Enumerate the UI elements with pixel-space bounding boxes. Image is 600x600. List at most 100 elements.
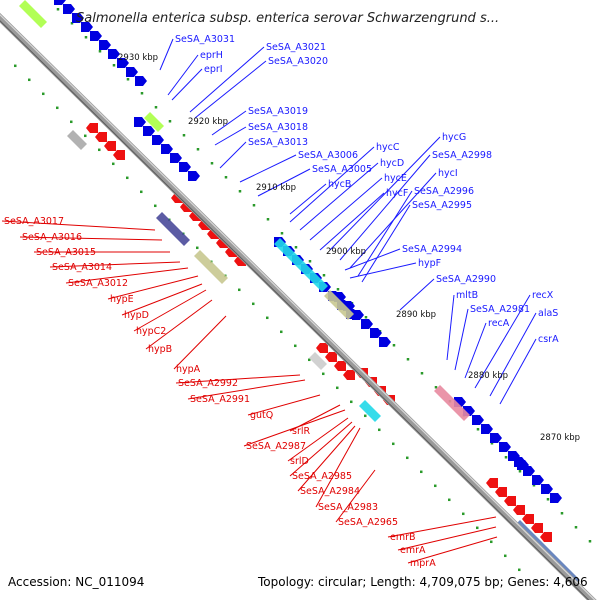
gene-label[interactable]: SeSA_A3013 bbox=[248, 137, 308, 148]
leader-line bbox=[257, 168, 311, 197]
gene-label[interactable]: SeSA_A2981 bbox=[470, 304, 530, 315]
gene-label[interactable]: hycB bbox=[328, 179, 351, 190]
gene-label[interactable]: gutQ bbox=[250, 410, 273, 421]
gene-label[interactable]: SeSA_A3012 bbox=[68, 278, 128, 289]
gene-label[interactable]: SeSA_A2995 bbox=[412, 200, 472, 211]
gene-label[interactable]: SeSA_A2984 bbox=[300, 486, 360, 497]
gene-label[interactable]: SeSA_A2991 bbox=[190, 394, 250, 405]
scale-label: 2930 kbp bbox=[118, 53, 158, 63]
gene-label[interactable]: SeSA_A3020 bbox=[268, 56, 328, 67]
gene-label[interactable]: SeSA_A3019 bbox=[248, 106, 308, 117]
backbone bbox=[0, 12, 597, 600]
gene-label[interactable]: SeSA_A2987 bbox=[246, 441, 306, 452]
gene-label[interactable]: SeSA_A3014 bbox=[52, 262, 112, 273]
gene-label[interactable]: SeSA_A3018 bbox=[248, 122, 308, 133]
gene-label[interactable]: csrA bbox=[538, 334, 559, 345]
gene-label[interactable]: SeSA_A3005 bbox=[312, 164, 372, 175]
scale-label: 2870 kbp bbox=[540, 433, 580, 443]
forward-gene-arrow bbox=[161, 144, 173, 154]
gene-label[interactable]: emrB bbox=[390, 532, 416, 543]
gene-label[interactable]: SeSA_A3031 bbox=[175, 34, 235, 45]
gene-label[interactable]: hypC2 bbox=[136, 326, 166, 337]
forward-strand-genes bbox=[19, 0, 580, 586]
gene-label[interactable]: SeSA_A2990 bbox=[436, 274, 496, 285]
tick-dot bbox=[392, 442, 395, 446]
gene-label[interactable]: hypB bbox=[148, 344, 172, 355]
tick-dot bbox=[322, 372, 325, 376]
reverse-gene-arrow bbox=[343, 370, 355, 380]
leader-line bbox=[474, 294, 531, 389]
tick-dot bbox=[462, 512, 465, 516]
gene-label[interactable]: hycC bbox=[376, 142, 400, 153]
gene-label[interactable]: SeSA_A2992 bbox=[178, 378, 238, 389]
tick-dot bbox=[70, 120, 73, 124]
gene-label[interactable]: recA bbox=[488, 318, 510, 329]
gene-label[interactable]: SeSA_A3016 bbox=[22, 232, 82, 243]
gene-label[interactable]: hypD bbox=[124, 310, 149, 321]
gene-label[interactable]: hypF bbox=[418, 258, 441, 269]
reverse-gene-arrow bbox=[316, 343, 328, 353]
gene-label[interactable]: SeSA_A2996 bbox=[414, 186, 474, 197]
leader-line bbox=[133, 289, 207, 332]
leader-line bbox=[289, 146, 375, 223]
gene-label[interactable]: SeSA_A2998 bbox=[432, 150, 492, 161]
tick-dot bbox=[546, 498, 550, 501]
tick-dot bbox=[406, 358, 410, 361]
gene-label[interactable]: eprH bbox=[200, 50, 223, 61]
reverse-gene-block bbox=[67, 130, 87, 150]
tick-dot bbox=[154, 204, 157, 208]
gene-label[interactable]: srlD bbox=[290, 456, 309, 467]
leader-line bbox=[397, 526, 497, 551]
gene-label[interactable]: srlR bbox=[292, 426, 310, 437]
tick-dot bbox=[112, 64, 116, 67]
reverse-gene-block bbox=[194, 250, 228, 284]
gene-label[interactable]: SeSA_A2983 bbox=[318, 502, 378, 513]
tick-dot bbox=[560, 512, 564, 515]
gene-label[interactable]: SeSA_A3006 bbox=[298, 150, 358, 161]
leader-line bbox=[299, 162, 379, 231]
tick-dot bbox=[336, 288, 340, 291]
gene-label[interactable]: SeSA_A2985 bbox=[292, 471, 352, 482]
tick-dot bbox=[518, 568, 521, 572]
gene-label[interactable]: hypA bbox=[176, 364, 201, 375]
gene-label[interactable]: SeSA_A3017 bbox=[4, 216, 64, 227]
gene-label[interactable]: eprI bbox=[204, 64, 223, 75]
gene-label[interactable]: SeSA_A2994 bbox=[402, 244, 462, 255]
forward-gene-block bbox=[324, 290, 354, 320]
gene-label[interactable]: SeSA_A3021 bbox=[266, 42, 326, 53]
tick-dot bbox=[448, 498, 451, 502]
leader-line bbox=[239, 154, 297, 183]
leader-line bbox=[361, 204, 411, 283]
tick-dot bbox=[238, 190, 242, 193]
forward-gene-arrow bbox=[117, 58, 129, 68]
forward-gene-arrow bbox=[481, 424, 493, 434]
gene-label[interactable]: alaS bbox=[538, 308, 558, 319]
gene-label[interactable]: SeSA_A3015 bbox=[36, 247, 96, 258]
gene-label[interactable]: hypE bbox=[110, 294, 134, 305]
gene-label[interactable]: SeSA_A2965 bbox=[338, 517, 398, 528]
gene-label[interactable]: hycF bbox=[386, 188, 408, 199]
gene-label[interactable]: hycI bbox=[438, 168, 458, 179]
leader-line bbox=[399, 278, 435, 311]
tick-dot bbox=[70, 22, 74, 25]
tick-dot bbox=[392, 344, 396, 347]
forward-gene-arrow bbox=[90, 31, 102, 41]
forward-gene-arrow bbox=[370, 328, 382, 338]
gene-label[interactable]: hycG bbox=[442, 132, 466, 143]
leader-line bbox=[19, 236, 163, 241]
gene-labels: SeSA_A3031 eprH eprI SeSA_A3021SeSA_A3020Se… bbox=[4, 34, 559, 569]
gene-label[interactable]: emrA bbox=[400, 545, 426, 556]
gene-label[interactable]: mprA bbox=[410, 558, 436, 569]
gene-label[interactable]: hycE bbox=[384, 173, 407, 184]
leader-line bbox=[121, 283, 203, 316]
leader-line bbox=[309, 177, 383, 241]
tick-dot bbox=[490, 442, 494, 445]
gene-label[interactable]: recX bbox=[532, 290, 554, 301]
gene-label[interactable]: hycD bbox=[380, 158, 404, 169]
leader-line bbox=[1, 220, 156, 231]
forward-gene-arrow bbox=[143, 126, 155, 136]
tick-dot bbox=[168, 120, 172, 123]
leader-line bbox=[49, 261, 181, 268]
gene-label[interactable]: mltB bbox=[456, 290, 478, 301]
